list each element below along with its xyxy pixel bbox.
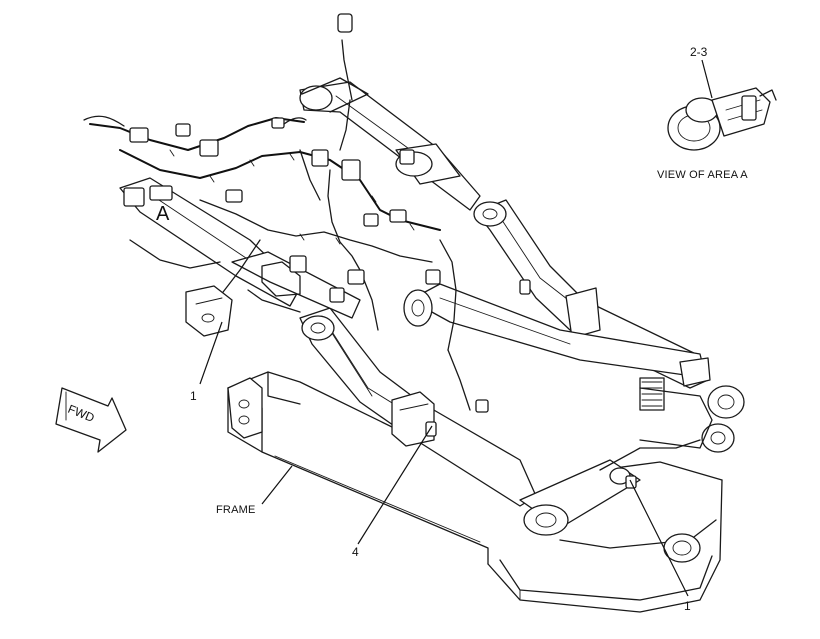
callout-1-right: 1 bbox=[684, 599, 691, 613]
callout-leaders bbox=[199, 321, 689, 597]
callout-1-left: 1 bbox=[190, 389, 197, 403]
center-boom bbox=[299, 307, 701, 536]
wiring-harness bbox=[83, 13, 637, 489]
upper-frame bbox=[119, 77, 711, 387]
callout-4: 4 bbox=[352, 545, 359, 559]
view-of-area-a-caption: VIEW OF AREA A bbox=[657, 169, 748, 181]
lower-frame bbox=[227, 371, 723, 613]
left-bracket bbox=[185, 285, 233, 337]
view-callout-2-3: 2-3 bbox=[690, 45, 708, 59]
area-a-marker: A bbox=[156, 203, 170, 225]
connector-detail-icon bbox=[667, 59, 777, 151]
fwd-arrow-icon bbox=[55, 387, 127, 453]
frame-label: FRAME bbox=[216, 504, 256, 516]
